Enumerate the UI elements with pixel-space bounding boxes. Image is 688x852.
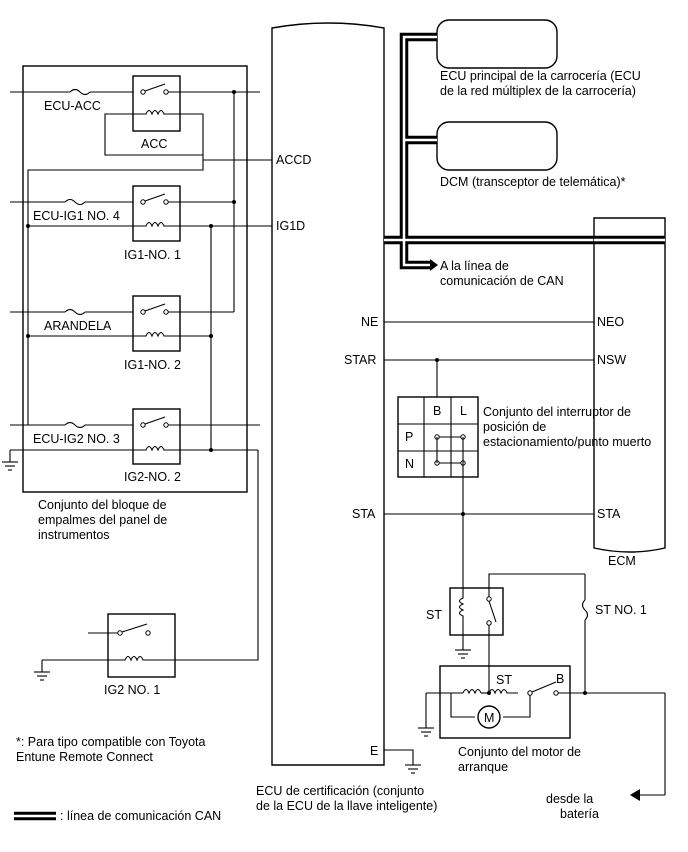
fuse-ecu-acc-label: ECU-ACC [44,99,101,113]
pin-ig1d: IG1D [276,219,305,233]
relay-ig1-no2-label: IG1-NO. 2 [124,358,181,372]
acc-relay-coil [133,109,180,116]
cert-ecu-title-2: de la ECU de la llave inteligente) [256,799,437,813]
starter-assembly [418,645,666,801]
fuse-ig2-no3-label: ECU-IG2 NO. 3 [33,432,120,446]
ig2-no2-relay-box [132,408,181,465]
ig1-no1-relay-box [132,185,181,242]
ig2-no1-relay [34,613,176,681]
arandela-fuse-symbol [64,308,86,316]
park-switch-title-2: posición de [483,420,546,434]
relay-ig1-no1-label: IG1-NO. 1 [124,248,181,262]
fuse-arandela-label: ARANDELA [44,319,112,333]
arandela-group [10,295,234,352]
junction-block-title-1: Conjunto del bloque de [38,498,167,512]
battery-label-2: batería [560,807,599,821]
ground-left-block [2,450,18,471]
dcm-label: DCM (transceptor de telemática)* [440,175,626,189]
st-no1-label: ST NO. 1 [595,603,647,617]
park-col-l: L [460,404,467,418]
st-relay-label: ST [426,608,442,622]
body-ecu-label-2: de la red múltiplex de la carrocería) [440,84,636,98]
starter-title-2: arranque [458,760,508,774]
pin-neo: NEO [597,315,624,329]
ecm-label: ECM [608,554,636,568]
ecm-body [593,217,666,553]
ig1-no4-group [10,185,234,242]
pin-ne: NE [361,315,378,329]
park-col-b: B [433,404,441,418]
motor-symbol [477,705,501,729]
footnote-line2: Entune Remote Connect [16,750,153,764]
legend-label: : línea de comunicación CAN [60,809,221,823]
motor-m-label: M [484,711,494,725]
relay-acc-label: ACC [141,137,167,151]
pin-e: E [370,744,378,758]
junction-block-title-2: empalmes del panel de [38,513,167,527]
footnote-line1: *: Para tipo compatible con Toyota [16,735,206,749]
acc-fuse-relay-group [10,75,260,425]
relay-ig2-no2-label: IG2-NO. 2 [124,470,181,484]
pin-sta-cert: STA [352,507,376,521]
can-line-label-1: A la línea de [440,259,509,273]
body-ecu-label-1: ECU principal de la carrocería (ECU [440,69,641,83]
pin-nsw: NSW [597,353,626,367]
park-switch-title-1: Conjunto del interruptor de [483,405,631,419]
ig1-no2-relay-coil [28,331,211,338]
starter-title-1: Conjunto del motor de [458,745,581,759]
st-relay [449,573,585,659]
ig2-no3-fuse-symbol [64,421,86,429]
ig1-no2-relay-box [132,295,181,352]
ig1-no1-relay-coil [28,221,180,228]
ig2-no3-group [10,408,260,661]
body-ecu-box [436,19,558,69]
park-switch-title-3: estacionamiento/punto muerto [483,435,651,449]
battery-label-1: desde la [546,792,593,806]
cert-ecu-title-1: ECU de certificación (conjunto [256,784,424,798]
ig2-no2-relay-coil [10,445,258,452]
can-line-label-2: comunicación de CAN [440,274,564,288]
relay-ig2-no1-label: IG2 NO. 1 [104,683,160,697]
dcm-box [436,121,558,171]
park-neutral-switch [397,396,479,588]
pin-sta-ecm: STA [597,507,621,521]
pin-star: STAR [344,353,376,367]
starter-st-label: ST [496,673,512,687]
fuse-ig1-no4-label: ECU-IG1 NO. 4 [33,209,120,223]
acc-fuse-symbol [69,88,91,96]
park-row-n: N [405,457,414,471]
starter-b-label: B [556,672,564,686]
st-no1-fuse [581,574,589,693]
pin-accd: ACCD [276,153,311,167]
park-row-p: P [405,430,413,444]
ig1-no4-fuse-symbol [64,198,86,206]
acc-relay-box [132,75,181,132]
certification-ecu-body [271,22,385,766]
junction-block-title-3: instrumentos [38,528,110,542]
